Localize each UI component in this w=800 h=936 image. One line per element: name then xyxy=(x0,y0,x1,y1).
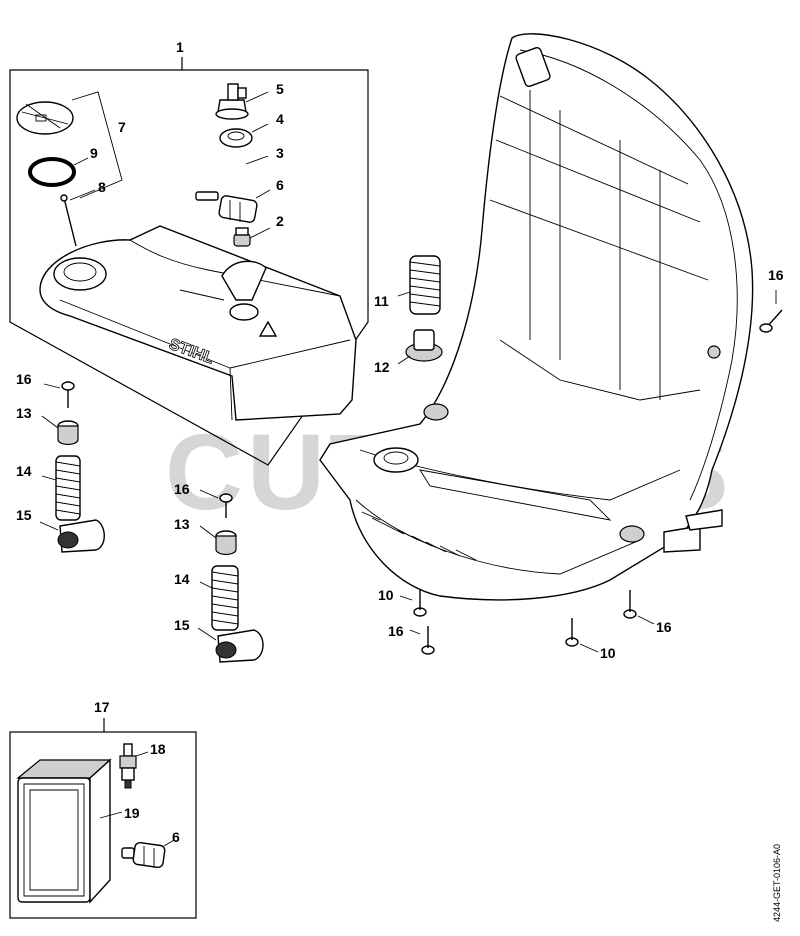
screw-part-16-bottom-left xyxy=(409,626,435,655)
callout-5: 5 xyxy=(276,81,284,97)
callout-16-left: 16 xyxy=(16,371,32,387)
callout-7: 7 xyxy=(118,119,126,135)
air-filter-part-19 xyxy=(16,758,123,904)
document-id: 4244-GET-0106-A0 xyxy=(772,843,782,922)
screw-part-16-bottom-right xyxy=(623,590,655,625)
callout-18: 18 xyxy=(150,741,166,757)
callout-10-right: 10 xyxy=(600,645,616,661)
callout-17: 17 xyxy=(94,699,110,715)
mount-part-12 xyxy=(397,329,443,365)
mount-part-15-center xyxy=(197,627,264,663)
fuel-filter-part-6 xyxy=(195,189,271,223)
cap-part-13-left xyxy=(41,415,79,446)
callout-4: 4 xyxy=(276,111,284,127)
callout-3: 3 xyxy=(276,145,284,161)
tank-cap-part-7 xyxy=(16,91,123,199)
check-valve-part-2 xyxy=(233,227,271,247)
callout-16-center: 16 xyxy=(174,481,190,497)
callout-9: 9 xyxy=(90,145,98,161)
callout-16-bottom-right: 16 xyxy=(656,619,672,635)
spring-part-14-left xyxy=(41,455,81,521)
gasket-ring-part-9 xyxy=(28,157,89,187)
callout-2: 2 xyxy=(276,213,284,229)
callout-13-center: 13 xyxy=(174,516,190,532)
retainer-pin-part-8 xyxy=(60,189,96,247)
callout-14-center: 14 xyxy=(174,571,190,587)
callout-13-left: 13 xyxy=(16,405,32,421)
fuel-tank-body: STIHL xyxy=(39,225,357,421)
spring-part-11 xyxy=(397,255,441,315)
callout-16-right: 16 xyxy=(768,267,784,283)
fuel-hose-part-3 xyxy=(152,148,269,198)
spark-plug-part-18 xyxy=(119,743,149,789)
callout-10-left: 10 xyxy=(378,587,394,603)
pickup-head-part-5 xyxy=(215,83,269,120)
callout-8: 8 xyxy=(98,179,106,195)
callout-6: 6 xyxy=(276,177,284,193)
cap-part-13-center xyxy=(199,525,237,556)
screw-part-16-left xyxy=(43,381,75,408)
fuel-filter-part-6-kit xyxy=(121,839,175,869)
callout-11: 11 xyxy=(374,293,389,309)
callout-19: 19 xyxy=(124,805,140,821)
callout-15-left: 15 xyxy=(16,507,32,523)
mount-part-15-left xyxy=(39,519,105,553)
screw-part-16-center xyxy=(199,489,233,518)
callout-16-bottom-left: 16 xyxy=(388,623,404,639)
screw-part-10-right xyxy=(565,618,599,653)
screw-part-16-right xyxy=(759,290,783,333)
callout-12: 12 xyxy=(374,359,390,375)
screw-part-10-left xyxy=(399,590,427,617)
grommet-part-4 xyxy=(219,123,269,148)
callout-14-left: 14 xyxy=(16,463,32,479)
callout-1: 1 xyxy=(176,39,184,55)
spring-part-14-center xyxy=(199,565,239,631)
callout-15-center: 15 xyxy=(174,617,190,633)
service-kit-frame xyxy=(9,718,197,919)
backplate-frame xyxy=(319,33,754,601)
callout-6-kit: 6 xyxy=(172,829,180,845)
